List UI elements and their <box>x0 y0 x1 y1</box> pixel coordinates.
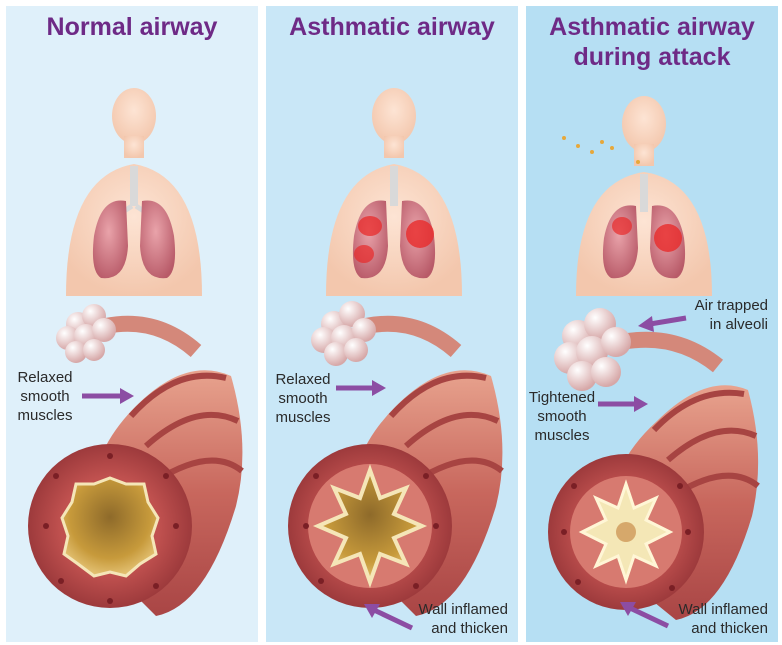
label-tightened-muscles: Tightened smooth muscles <box>526 388 598 445</box>
normal-airway-illustration <box>6 6 258 642</box>
arrow-icon <box>598 396 648 412</box>
arrow-icon <box>82 388 134 404</box>
alveoli-cluster <box>554 308 631 391</box>
panel-asthmatic-airway-attack: Asthmatic airway during attack <box>526 6 778 642</box>
asthmatic-airway-illustration <box>266 6 518 642</box>
label-wall-inflamed: Wall inflamed and thicken <box>388 600 508 638</box>
alveoli-cluster <box>56 304 116 363</box>
label-relaxed-muscles: Relaxed smooth muscles <box>12 368 78 425</box>
panel-asthmatic-airway: Asthmatic airway <box>266 6 518 642</box>
torso-figure <box>562 96 712 296</box>
label-relaxed-muscles: Relaxed smooth muscles <box>270 370 336 427</box>
arrow-icon <box>336 380 386 396</box>
torso-figure <box>66 88 202 296</box>
alveoli-cluster <box>311 301 376 366</box>
panel-normal-airway: Normal airway <box>6 6 258 642</box>
label-air-trapped: Air trapped in alveoli <box>658 296 768 334</box>
label-wall-inflamed: Wall inflamed and thicken <box>648 600 768 638</box>
torso-figure <box>326 88 462 296</box>
